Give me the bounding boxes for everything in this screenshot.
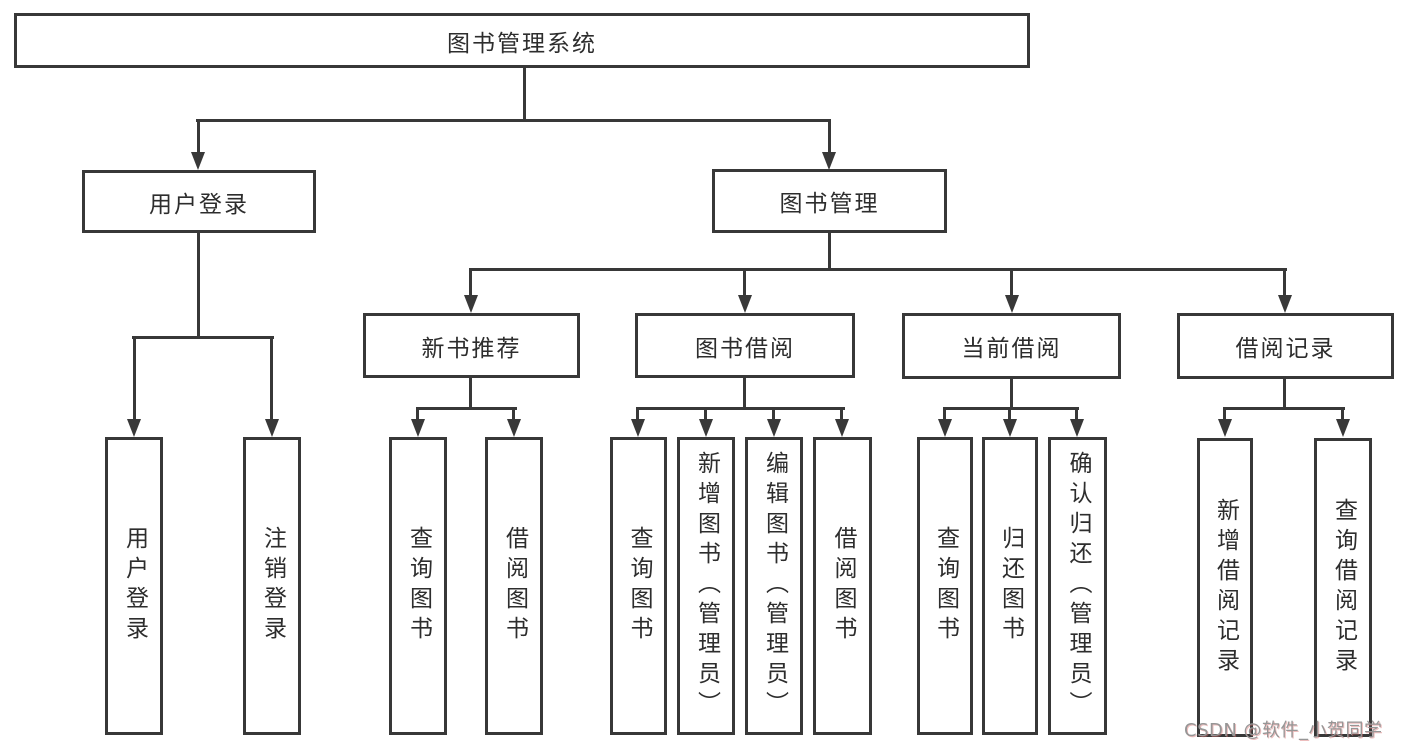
- connector-drop-borrow-record: [1283, 268, 1286, 299]
- leaf-edit-book: 编辑图书（管理员）: [745, 437, 803, 735]
- leaf-query-book-1-label: 查询图书: [405, 526, 432, 646]
- arrowhead-book-mgmt: [822, 152, 836, 170]
- leaf-query-record-label: 查询借阅记录: [1330, 497, 1357, 678]
- arrowhead-leaf-user-login: [127, 419, 141, 437]
- arrowhead-query-book-3: [938, 419, 952, 437]
- connector-book-mgmt-rail: [469, 268, 1287, 271]
- leaf-borrow-book-1: 借阅图书: [485, 437, 543, 735]
- leaf-query-record: 查询借阅记录: [1314, 438, 1372, 737]
- connector-drop-return-book: [1008, 407, 1011, 423]
- node-borrow-record: 借阅记录: [1177, 313, 1394, 379]
- leaf-query-book-3-label: 查询图书: [932, 526, 959, 646]
- arrowhead-current-borrow: [1005, 295, 1019, 313]
- arrowhead-confirm-return: [1070, 419, 1084, 437]
- arrowhead-return-book: [1003, 419, 1017, 437]
- leaf-query-book-1: 查询图书: [389, 437, 447, 735]
- node-book-mgmt: 图书管理: [712, 169, 947, 233]
- node-root: 图书管理系统: [14, 13, 1030, 68]
- leaf-user-login-label: 用户登录: [121, 526, 148, 646]
- leaf-edit-book-label: 编辑图书（管理员）: [761, 451, 788, 721]
- csdn-watermark: CSDN @软件_小贺同学: [1184, 720, 1383, 741]
- leaf-query-book-2: 查询图书: [610, 437, 667, 735]
- connector-borrow-record-stem: [1283, 378, 1286, 410]
- node-new-book-rec-label: 新书推荐: [421, 335, 522, 362]
- node-current-borrow-label: 当前借阅: [961, 336, 1062, 362]
- leaf-logout-label: 注销登录: [259, 526, 286, 646]
- connector-new-book-rec-rail: [416, 407, 517, 410]
- connector-drop-current-borrow: [1010, 268, 1013, 299]
- node-book-borrow: 图书借阅: [635, 313, 855, 378]
- connector-drop-book-borrow: [743, 268, 746, 299]
- connector-user-login-rail: [132, 336, 274, 339]
- leaf-borrow-book-2: 借阅图书: [813, 437, 872, 735]
- connector-drop-leaf-user-login: [133, 336, 136, 424]
- arrowhead-edit-book: [767, 419, 781, 437]
- connector-current-borrow-rail: [943, 407, 1079, 410]
- connector-book-borrow-rail: [636, 407, 845, 410]
- node-book-mgmt-label: 图书管理: [779, 191, 880, 217]
- node-current-borrow: 当前借阅: [902, 313, 1121, 379]
- arrowhead-borrow-book-2: [835, 419, 849, 437]
- arrowhead-query-record: [1336, 419, 1350, 437]
- connector-drop-query-book-2: [636, 407, 639, 423]
- connector-drop-confirm-return: [1075, 407, 1078, 423]
- connector-drop-query-record: [1341, 407, 1344, 423]
- leaf-query-book-2-label: 查询图书: [626, 526, 652, 646]
- arrowhead-book-borrow: [738, 295, 752, 313]
- node-borrow-record-label: 借阅记录: [1235, 336, 1336, 362]
- connector-borrow-record-rail: [1223, 407, 1345, 410]
- connector-drop-borrow-book-1: [512, 407, 515, 423]
- connector-book-borrow-stem: [743, 377, 746, 410]
- arrowhead-query-book-1: [411, 419, 425, 437]
- node-root-label: 图书管理系统: [447, 30, 597, 57]
- connector-book-mgmt-stem: [828, 232, 831, 271]
- connector-root-rail: [196, 119, 831, 122]
- connector-drop-borrow-book-2: [840, 407, 843, 423]
- node-user-login: 用户登录: [82, 170, 316, 233]
- leaf-user-login: 用户登录: [105, 437, 163, 735]
- connector-drop-query-book-1: [416, 407, 419, 423]
- connector-drop-leaf-logout: [270, 336, 273, 424]
- connector-user-login-stem: [197, 232, 200, 339]
- connector-drop-add-record: [1223, 407, 1226, 423]
- node-user-login-label: 用户登录: [149, 191, 249, 218]
- arrowhead-new-book-rec: [464, 295, 478, 313]
- arrowhead-borrow-record: [1278, 295, 1292, 313]
- connector-drop-user-login: [197, 119, 200, 155]
- arrowhead-add-record: [1218, 419, 1232, 437]
- node-new-book-rec: 新书推荐: [363, 313, 580, 378]
- leaf-add-record-label: 新增借阅记录: [1212, 497, 1239, 678]
- leaf-add-book-label: 新增图书（管理员）: [693, 451, 720, 721]
- connector-current-borrow-stem: [1010, 378, 1013, 410]
- connector-drop-edit-book: [772, 407, 775, 423]
- leaf-borrow-book-2-label: 借阅图书: [830, 526, 856, 646]
- connector-drop-book-mgmt: [828, 119, 831, 155]
- leaf-confirm-return: 确认归还（管理员）: [1048, 437, 1107, 735]
- leaf-return-book: 归还图书: [982, 437, 1038, 735]
- leaf-add-record: 新增借阅记录: [1197, 438, 1253, 737]
- leaf-logout: 注销登录: [243, 437, 301, 735]
- leaf-borrow-book-1-label: 借阅图书: [501, 526, 528, 646]
- connector-drop-query-book-3: [943, 407, 946, 423]
- arrowhead-add-book: [699, 419, 713, 437]
- arrowhead-borrow-book-1: [507, 419, 521, 437]
- arrowhead-user-login: [191, 152, 205, 170]
- connector-root-stem: [523, 67, 526, 121]
- node-book-borrow-label: 图书借阅: [695, 335, 795, 362]
- connector-drop-add-book: [704, 407, 707, 423]
- connector-new-book-rec-stem: [469, 377, 472, 410]
- leaf-confirm-return-label: 确认归还（管理员）: [1065, 451, 1091, 721]
- leaf-query-book-3: 查询图书: [917, 437, 973, 735]
- arrowhead-leaf-logout: [265, 419, 279, 437]
- connector-drop-new-book-rec: [469, 268, 472, 299]
- arrowhead-query-book-2: [631, 419, 645, 437]
- leaf-return-book-label: 归还图书: [997, 526, 1024, 646]
- leaf-add-book: 新增图书（管理员）: [677, 437, 735, 735]
